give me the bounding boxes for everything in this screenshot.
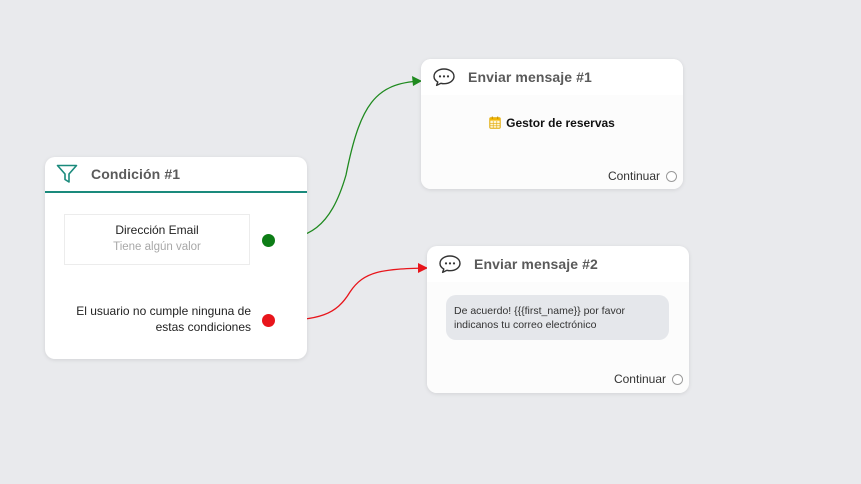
rule-field: Dirección Email: [115, 223, 199, 237]
continue-label: Continuar: [613, 372, 666, 386]
message-node-2-header[interactable]: Enviar mensaje #2: [427, 246, 689, 282]
message-node-2-title: Enviar mensaje #2: [474, 256, 598, 272]
message-node-2[interactable]: Enviar mensaje #2 De acuerdo! {{{first_n…: [427, 246, 689, 393]
menu-item-button[interactable]: Gestor de reservas: [421, 116, 683, 130]
message-node-1-title: Enviar mensaje #1: [468, 69, 592, 85]
condition-rule[interactable]: Dirección Email Tiene algún valor: [64, 214, 250, 265]
message-node-1[interactable]: Enviar mensaje #1 Gestor de reservas Con…: [421, 59, 683, 189]
else-condition-text: El usuario no cumple ninguna de estas co…: [76, 304, 251, 334]
message-node-1-body: [421, 95, 683, 189]
continue-port[interactable]: [672, 373, 683, 385]
funnel-icon: [56, 164, 78, 184]
continue-output[interactable]: Continuar: [614, 372, 683, 386]
condition-node-header[interactable]: Condición #1: [45, 157, 307, 193]
calendar-icon: [489, 116, 501, 129]
continue-output[interactable]: Continuar: [608, 169, 677, 183]
message-node-1-header[interactable]: Enviar mensaje #1: [421, 59, 683, 95]
chat-bubble-icon: [438, 254, 462, 274]
condition-node[interactable]: Condición #1 Dirección Email Tiene algún…: [45, 157, 307, 359]
rule-output-port[interactable]: [262, 234, 275, 247]
menu-item-label: Gestor de reservas: [506, 116, 615, 130]
chat-bubble-icon: [432, 67, 456, 87]
continue-port[interactable]: [666, 170, 677, 182]
message-bubble[interactable]: De acuerdo! {{{first_name}} por favor in…: [446, 295, 669, 340]
condition-node-title: Condición #1: [91, 166, 181, 182]
continue-label: Continuar: [607, 169, 660, 183]
rule-operator: Tiene algún valor: [113, 241, 201, 253]
else-output-port[interactable]: [262, 314, 275, 327]
